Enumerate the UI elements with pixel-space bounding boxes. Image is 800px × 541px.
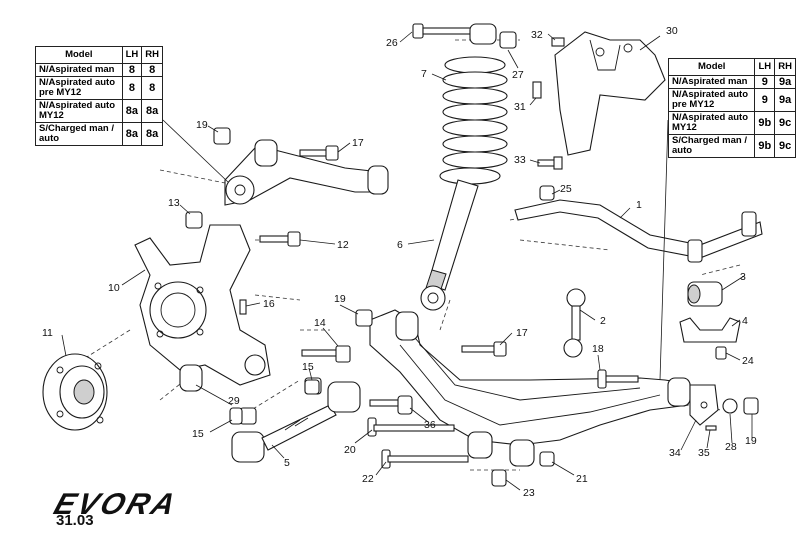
row-rh: 8a bbox=[141, 99, 163, 123]
callout-19b: 19 bbox=[334, 293, 346, 305]
callout-15a: 15 bbox=[302, 361, 314, 373]
callout-5: 5 bbox=[284, 457, 290, 469]
row-model: N/Aspirated auto MY12 bbox=[667, 111, 756, 135]
callout-31: 31 bbox=[514, 101, 526, 113]
callout-13: 13 bbox=[168, 197, 180, 209]
row-lh: 8a bbox=[121, 122, 143, 146]
callout-30: 30 bbox=[666, 25, 678, 37]
row-model: N/Aspirated man bbox=[35, 63, 123, 77]
callout-2: 2 bbox=[600, 315, 606, 327]
callout-10: 10 bbox=[108, 282, 120, 294]
row-rh: 9a bbox=[774, 75, 796, 89]
callouts: 26 27 32 30 7 31 33 25 1 6 19 17 13 12 1… bbox=[42, 25, 757, 499]
row-rh: 9a bbox=[774, 88, 796, 112]
col-model: Model bbox=[667, 58, 756, 76]
col-model: Model bbox=[35, 46, 123, 64]
callout-3: 3 bbox=[740, 271, 746, 283]
col-rh: RH bbox=[141, 46, 163, 64]
roll-bar-bush bbox=[679, 281, 741, 360]
row-rh: 8a bbox=[141, 122, 163, 146]
callout-23: 23 bbox=[523, 487, 535, 499]
row-lh: 9 bbox=[754, 75, 776, 89]
callout-17a: 17 bbox=[352, 137, 364, 149]
callout-27: 27 bbox=[512, 69, 524, 81]
callout-12: 12 bbox=[337, 239, 349, 251]
callout-16: 16 bbox=[263, 298, 275, 310]
row-model: N/Aspirated auto pre MY12 bbox=[667, 88, 756, 112]
callout-35: 35 bbox=[698, 447, 710, 459]
callout-24: 24 bbox=[742, 355, 754, 367]
row-model: S/Charged man / auto bbox=[35, 122, 123, 146]
col-rh: RH bbox=[774, 58, 796, 76]
row-model: N/Aspirated man bbox=[667, 75, 756, 89]
row-rh: 8 bbox=[141, 76, 163, 100]
row-model: S/Charged man / auto bbox=[667, 134, 756, 158]
row-lh: 8a bbox=[121, 99, 143, 123]
row-model: N/Aspirated auto MY12 bbox=[35, 99, 123, 123]
drop-link bbox=[563, 288, 586, 358]
callout-1: 1 bbox=[636, 199, 642, 211]
callout-20: 20 bbox=[344, 444, 356, 456]
row-rh: 8 bbox=[141, 63, 163, 77]
callout-19c: 19 bbox=[745, 435, 757, 447]
toe-link bbox=[231, 377, 361, 463]
callout-28: 28 bbox=[725, 441, 737, 453]
callout-11: 11 bbox=[42, 327, 53, 339]
callout-36: 36 bbox=[424, 419, 436, 431]
row-lh: 9 bbox=[754, 88, 776, 112]
upper-wishbone bbox=[213, 127, 389, 206]
callout-17b: 17 bbox=[516, 327, 528, 339]
callout-25: 25 bbox=[560, 183, 572, 195]
callout-29: 29 bbox=[228, 395, 240, 407]
row-lh: 8 bbox=[121, 76, 143, 100]
model-table-right: Model LH RH N/Aspirated man 9 9a N/Aspir… bbox=[667, 58, 796, 158]
callout-6: 6 bbox=[397, 239, 403, 251]
mounting-bracket bbox=[532, 31, 666, 170]
damper bbox=[420, 179, 479, 311]
callout-26: 26 bbox=[386, 37, 398, 49]
wheel-hub bbox=[42, 353, 108, 431]
callout-18: 18 bbox=[592, 343, 604, 355]
coil-spring bbox=[439, 56, 508, 185]
leader-lines bbox=[61, 31, 753, 491]
row-rh: 9c bbox=[774, 134, 796, 158]
col-lh: LH bbox=[121, 46, 143, 64]
callout-33: 33 bbox=[514, 154, 526, 166]
col-lh: LH bbox=[754, 58, 776, 76]
top-mount-bolt bbox=[412, 23, 517, 49]
callout-32: 32 bbox=[531, 29, 543, 41]
callout-14: 14 bbox=[314, 317, 326, 329]
callout-7: 7 bbox=[421, 68, 427, 80]
callout-34: 34 bbox=[669, 447, 681, 459]
row-lh: 9b bbox=[754, 134, 776, 158]
callout-15b: 15 bbox=[192, 428, 204, 440]
row-model: N/Aspirated auto pre MY12 bbox=[35, 76, 123, 100]
callout-19a: 19 bbox=[196, 119, 208, 131]
row-lh: 8 bbox=[121, 63, 143, 77]
hub-carrier bbox=[134, 211, 301, 392]
page-number: 31.03 bbox=[56, 512, 94, 529]
callout-22: 22 bbox=[362, 473, 374, 485]
model-table-left: Model LH RH N/Aspirated man 8 8 N/Aspira… bbox=[35, 46, 163, 146]
anti-roll-bar bbox=[514, 185, 763, 263]
callout-4: 4 bbox=[742, 315, 748, 327]
row-lh: 9b bbox=[754, 111, 776, 135]
lower-wishbone bbox=[355, 309, 691, 467]
callout-21: 21 bbox=[576, 473, 588, 485]
row-rh: 9c bbox=[774, 111, 796, 135]
